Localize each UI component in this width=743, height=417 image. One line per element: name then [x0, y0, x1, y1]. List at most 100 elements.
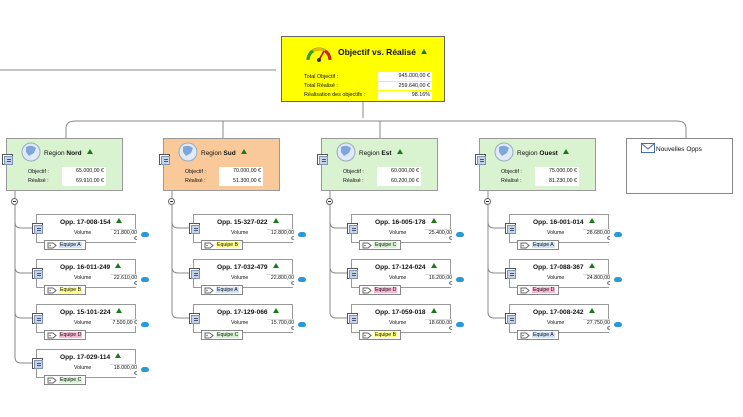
expand-button[interactable] [32, 358, 43, 369]
opportunity-card[interactable]: Opp. 17-088-367 Volume 24.800,00 € [509, 259, 610, 288]
globe-icon [336, 142, 356, 162]
team-tag[interactable]: Equipe D [517, 285, 560, 295]
expand-button[interactable] [347, 223, 358, 234]
region-values: Objectif :75.000,00 € Réalisé :81.230,00… [501, 167, 579, 186]
volume-label: Volume [74, 365, 92, 371]
cloud-icon [141, 277, 149, 282]
team-tag[interactable]: Equipe C [44, 375, 87, 385]
globe-icon [178, 142, 198, 162]
opportunity-card[interactable]: Opp. 17-129-066 Volume 15.700,00 € [193, 304, 294, 333]
cloud-icon [614, 277, 622, 282]
opportunity-card[interactable]: Opp. 15-327-022 Volume 12.800,00 € [193, 214, 294, 243]
collapse-arrow-icon[interactable] [272, 263, 279, 268]
opportunity-card[interactable]: Opp. 17-032-479 Volume 22.800,00 € [193, 259, 294, 288]
team-tag[interactable]: Equipe A [517, 240, 559, 250]
note-icon [349, 270, 358, 279]
volume-value: 16.200,00 € [425, 274, 452, 287]
team-tag[interactable]: Equipe D [359, 285, 402, 295]
opp-branch-connector [487, 221, 505, 229]
collapse-arrow-icon[interactable] [430, 263, 437, 268]
nouvelles-opps-label: Nouvelles Opps [656, 146, 702, 153]
opp-title: Opp. 17-129-066 [217, 308, 279, 316]
expand-button[interactable] [159, 154, 170, 165]
opp-title: Opp. 16-001-014 [533, 218, 595, 226]
region-node-ouest[interactable]: Region Ouest Objectif :75.000,00 € Réali… [479, 138, 596, 191]
volume-value: 24.800,00 € [583, 274, 610, 287]
team-tag[interactable]: Equipe C [201, 330, 244, 340]
collapse-arrow-icon[interactable] [115, 218, 122, 223]
collapse-arrow-icon[interactable] [562, 149, 569, 154]
collapse-arrow-icon[interactable] [396, 149, 403, 154]
team-tag[interactable]: Equipe A [201, 285, 243, 295]
opportunity-card[interactable]: Opp. 16-005-178 Volume 25.400,00 € [351, 214, 452, 243]
expand-button[interactable] [189, 313, 200, 324]
expand-button[interactable] [2, 154, 13, 165]
team-tag[interactable]: Equipe B [44, 285, 87, 295]
expand-button[interactable] [189, 268, 200, 279]
envelope-icon [641, 143, 655, 153]
team-tag[interactable]: Equipe A [517, 330, 559, 340]
collapse-arrow-icon[interactable] [86, 149, 93, 154]
collapse-arrow-icon[interactable] [430, 308, 437, 313]
expand-button[interactable] [475, 154, 486, 165]
volume-label: Volume [389, 320, 407, 326]
collapse-arrow-icon[interactable] [115, 353, 122, 358]
region-node-nord[interactable]: Region Nord Objectif :65.000,00 € Réalis… [6, 138, 123, 191]
tag-icon [47, 242, 57, 249]
collapse-arrow-icon[interactable] [588, 218, 595, 223]
region-node-sud[interactable]: Region Sud Objectif :70.000,00 € Réalisé… [163, 138, 280, 191]
collapse-minus-icon[interactable] [484, 198, 491, 205]
region-node-est[interactable]: Region Est Objectif :60.000,00 € Réalisé… [321, 138, 438, 191]
opportunity-card[interactable]: Opp. 16-011-249 Volume 22.610,00 € [36, 259, 137, 288]
opportunity-card[interactable]: Opp. 17-008-154 Volume 21.800,00 € [36, 214, 137, 243]
collapse-arrow-icon[interactable] [272, 218, 279, 223]
opportunity-card[interactable]: Opp. 17-029-114 Volume 18.000,00 € [36, 349, 137, 378]
volume-value: 15.700,00 € [267, 319, 294, 332]
tag-icon [47, 287, 57, 294]
team-tag[interactable]: Equipe D [44, 330, 87, 340]
expand-button[interactable] [505, 268, 516, 279]
collapse-minus-icon[interactable] [326, 198, 333, 205]
nouvelles-opps-node[interactable]: Nouvelles Opps [626, 138, 733, 194]
volume-label: Volume [547, 275, 565, 281]
expand-button[interactable] [32, 223, 43, 234]
collapse-arrow-icon[interactable] [115, 263, 122, 268]
collapse-arrow-icon[interactable] [588, 263, 595, 268]
collapse-arrow-icon[interactable] [420, 49, 427, 54]
region-title: Region Sud [201, 149, 247, 157]
opportunity-card[interactable]: Opp. 17-059-018 Volume 18.600,00 € [351, 304, 452, 333]
expand-button[interactable] [189, 223, 200, 234]
team-tag[interactable]: Equipe C [359, 240, 402, 250]
note-icon [319, 156, 328, 165]
opportunity-card[interactable]: Opp. 17-124-024 Volume 16.200,00 € [351, 259, 452, 288]
opportunity-card[interactable]: Opp. 17-008-242 Volume 27.750,00 € [509, 304, 610, 333]
opportunity-card[interactable]: Opp. 16-001-014 Volume 28.680,00 € [509, 214, 610, 243]
collapse-minus-icon[interactable] [168, 198, 175, 205]
expand-button[interactable] [505, 223, 516, 234]
team-tag[interactable]: Equipe B [359, 330, 402, 340]
expand-button[interactable] [505, 313, 516, 324]
opp-title: Opp. 17-029-114 [60, 353, 122, 361]
expand-button[interactable] [32, 268, 43, 279]
cloud-icon [298, 322, 306, 327]
opportunity-card[interactable]: Opp. 15-101-224 Volume 7.500,00 € [36, 304, 137, 333]
collapse-arrow-icon[interactable] [430, 218, 437, 223]
opp-branch-connector [171, 266, 189, 274]
volume-value: 7.500,00 € [110, 319, 137, 326]
expand-button[interactable] [317, 154, 328, 165]
root-node-objectif-vs-realise[interactable]: Objectif vs. Réalisé Total Objectif :945… [281, 36, 445, 102]
expand-button[interactable] [347, 268, 358, 279]
expand-button[interactable] [347, 313, 358, 324]
collapse-arrow-icon[interactable] [115, 308, 122, 313]
cloud-icon [141, 232, 149, 237]
root-title: Objectif vs. Réalisé [338, 47, 427, 57]
collapse-arrow-icon[interactable] [240, 149, 247, 154]
collapse-minus-icon[interactable] [11, 198, 18, 205]
note-icon [507, 315, 516, 324]
collapse-arrow-icon[interactable] [588, 308, 595, 313]
team-tag[interactable]: Equipe A [44, 240, 86, 250]
expand-button[interactable] [32, 313, 43, 324]
team-tag[interactable]: Equipe B [201, 240, 244, 250]
collapse-arrow-icon[interactable] [272, 308, 279, 313]
